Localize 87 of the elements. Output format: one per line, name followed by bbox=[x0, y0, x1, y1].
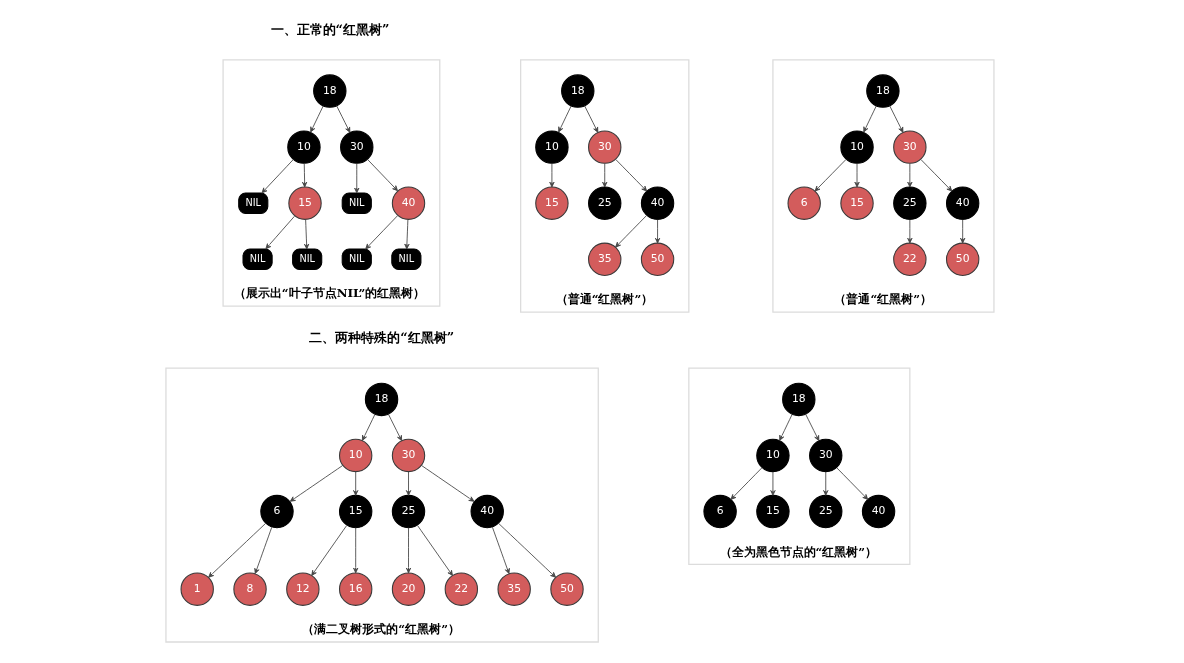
node-circle: 18 bbox=[865, 74, 900, 108]
arrow bbox=[557, 105, 572, 133]
arrow bbox=[309, 105, 324, 133]
arrow bbox=[352, 471, 358, 496]
node-circle: 22 bbox=[444, 572, 478, 606]
node-circle: 18 bbox=[781, 382, 815, 417]
arrow bbox=[769, 471, 776, 496]
node-circle: 25 bbox=[391, 494, 425, 529]
node-circle: 12 bbox=[285, 572, 320, 606]
node-circle: 18 bbox=[560, 74, 594, 108]
node-box: NIL bbox=[237, 192, 268, 214]
arrow bbox=[583, 105, 598, 133]
arrow bbox=[730, 467, 762, 500]
node-circle: 22 bbox=[892, 242, 927, 276]
node-box: NIL bbox=[341, 248, 372, 271]
arrow bbox=[959, 219, 965, 244]
node-circle: 50 bbox=[640, 242, 674, 276]
arrow bbox=[405, 471, 411, 496]
arrow bbox=[853, 163, 860, 188]
arrow bbox=[920, 159, 952, 192]
arrow bbox=[420, 465, 474, 502]
arrow bbox=[614, 215, 647, 248]
arrow bbox=[405, 527, 411, 574]
node-circle: 15 bbox=[755, 494, 790, 529]
node-circle: 35 bbox=[496, 572, 531, 606]
arrow bbox=[814, 159, 846, 192]
arrow bbox=[491, 526, 510, 574]
node-circle: 25 bbox=[587, 186, 621, 220]
node-circle: 30 bbox=[587, 130, 621, 164]
node-circle: 50 bbox=[945, 242, 979, 276]
node-circle: 25 bbox=[892, 186, 927, 220]
label: 一、正常的“红黑树” bbox=[270, 22, 389, 38]
arrow bbox=[888, 105, 903, 133]
arrow bbox=[804, 413, 819, 442]
node-box: NIL bbox=[341, 192, 372, 214]
arrow bbox=[303, 219, 309, 250]
arrow bbox=[352, 527, 358, 574]
node-box: NIL bbox=[390, 248, 421, 271]
node-circle: 20 bbox=[391, 572, 425, 606]
arrow bbox=[822, 471, 828, 496]
node-circle: 18 bbox=[364, 382, 398, 417]
arrow bbox=[416, 525, 453, 576]
node-circle: 25 bbox=[808, 494, 842, 529]
node-circle: 30 bbox=[339, 130, 373, 164]
arrow bbox=[264, 215, 295, 250]
arrow bbox=[906, 163, 912, 188]
arrow bbox=[301, 163, 307, 188]
arrow bbox=[654, 219, 660, 244]
arrow bbox=[387, 413, 402, 442]
arrow bbox=[353, 163, 359, 194]
node-circle: 10 bbox=[534, 130, 569, 164]
node-circle: 40 bbox=[470, 494, 504, 529]
arrow bbox=[361, 413, 375, 441]
arrow bbox=[366, 159, 398, 192]
arrow bbox=[207, 523, 266, 578]
node-circle: 30 bbox=[892, 130, 927, 164]
node-circle: 15 bbox=[839, 186, 874, 220]
arrow bbox=[778, 413, 793, 441]
node-circle: 10 bbox=[839, 130, 874, 164]
arrow bbox=[310, 525, 347, 576]
node-circle: 16 bbox=[338, 572, 372, 606]
node-circle: 15 bbox=[338, 494, 372, 529]
node-circle: 18 bbox=[312, 74, 347, 108]
node-circle: 15 bbox=[534, 186, 569, 220]
arrow bbox=[364, 215, 398, 250]
arrow bbox=[862, 105, 877, 133]
arrow bbox=[289, 465, 343, 502]
arrow bbox=[261, 159, 294, 194]
arrow bbox=[335, 105, 350, 133]
arrow bbox=[497, 523, 556, 578]
node-circle: 15 bbox=[287, 186, 322, 220]
arrow bbox=[548, 163, 555, 188]
arrow bbox=[615, 159, 647, 192]
node-circle: 8 bbox=[232, 572, 267, 606]
node-circle: 10 bbox=[755, 438, 790, 473]
arrow bbox=[836, 467, 868, 500]
node-circle: 30 bbox=[391, 438, 425, 473]
node-circle: 10 bbox=[338, 438, 372, 473]
node-circle: 10 bbox=[286, 130, 321, 164]
label: 二、两种特殊的“红黑树” bbox=[308, 330, 454, 346]
node-box: NIL bbox=[291, 248, 322, 271]
arrow bbox=[403, 219, 410, 250]
arrow bbox=[253, 526, 272, 574]
arrow bbox=[601, 163, 607, 188]
node-box: NIL bbox=[242, 248, 273, 271]
arrow bbox=[906, 219, 912, 244]
node-circle: 30 bbox=[808, 438, 842, 473]
